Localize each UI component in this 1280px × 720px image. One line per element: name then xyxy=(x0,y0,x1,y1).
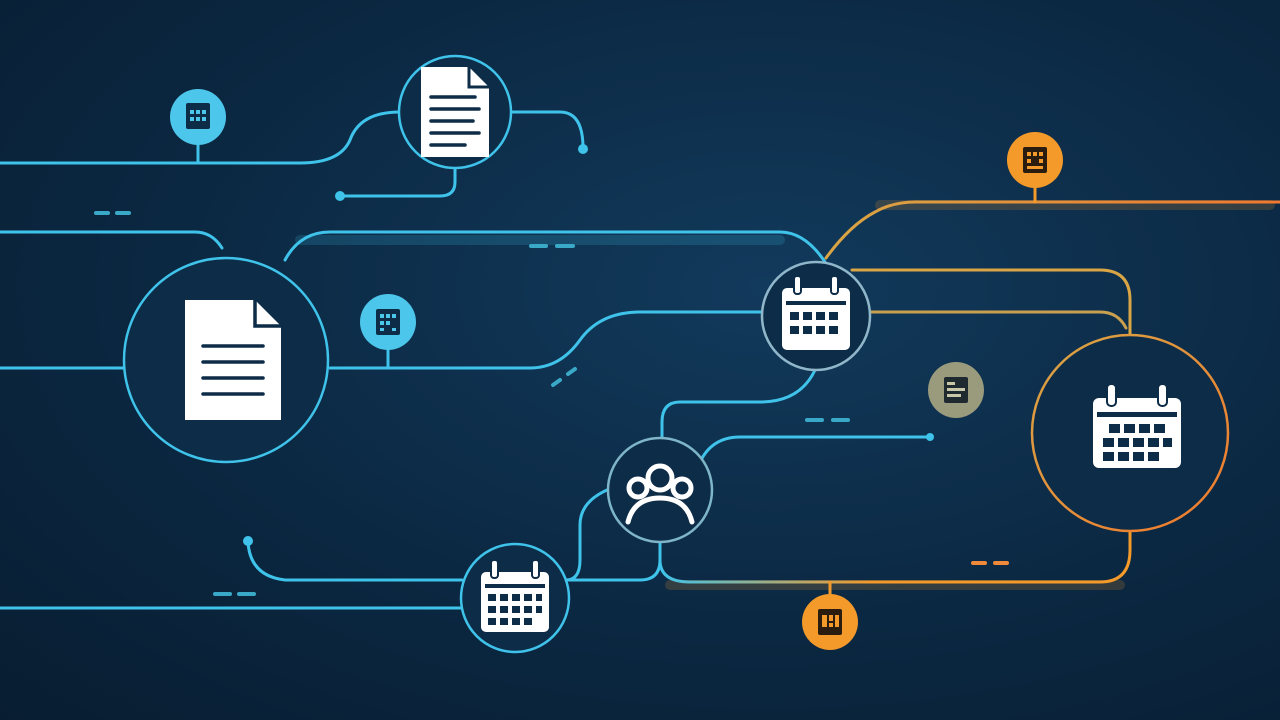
calendar-node-center[interactable] xyxy=(760,260,872,372)
people-node[interactable] xyxy=(606,436,714,544)
endpoint-dot xyxy=(926,433,934,441)
wire-gold-right xyxy=(850,268,1132,342)
badge-top-left[interactable] xyxy=(170,89,226,145)
calendar-icon xyxy=(782,275,850,350)
small-calendar-icon xyxy=(186,103,210,129)
wire-people-bottom xyxy=(566,540,662,582)
badge-gray[interactable] xyxy=(928,362,984,418)
calendar-node-large[interactable] xyxy=(1030,333,1230,533)
document-node-large[interactable] xyxy=(122,256,330,464)
badge-mid-left[interactable] xyxy=(360,294,416,350)
wire-top-drop xyxy=(338,166,457,198)
wire-people-right xyxy=(698,435,932,464)
calendar-icon xyxy=(1093,383,1181,468)
wire-left-hook xyxy=(246,540,464,582)
small-calendar-icon xyxy=(1023,147,1047,173)
dash-marker xyxy=(551,378,562,387)
dash-markers xyxy=(94,211,1009,596)
wire-top-left xyxy=(0,110,402,165)
dash-marker xyxy=(566,367,577,376)
badge-top-right[interactable] xyxy=(1007,132,1063,188)
wire-orange-top xyxy=(824,200,1280,260)
endpoint-dots xyxy=(243,144,934,546)
wire-top-right-hook xyxy=(510,110,585,150)
endpoint-dot xyxy=(578,144,588,154)
people-icon xyxy=(625,463,695,525)
wire-people-bottom-left xyxy=(564,486,614,582)
wire-main-top xyxy=(283,230,827,264)
connection-lines xyxy=(0,110,1280,610)
endpoint-dot xyxy=(243,536,253,546)
wire-doc-to-cal xyxy=(328,310,766,370)
document-icon xyxy=(421,67,489,157)
calendar-icon xyxy=(481,559,549,632)
glow-layer xyxy=(295,200,1275,590)
wire-gold-inner xyxy=(866,310,1128,330)
wire-cal-down xyxy=(660,368,817,442)
wire-left-upper xyxy=(0,230,224,250)
badge-bottom[interactable] xyxy=(802,594,858,650)
document-icon xyxy=(185,300,281,420)
endpoint-dot xyxy=(335,191,345,201)
document-node-top[interactable] xyxy=(397,54,513,170)
wire-bottom-orange xyxy=(658,523,1132,584)
calendar-node-bottom[interactable] xyxy=(459,542,571,654)
